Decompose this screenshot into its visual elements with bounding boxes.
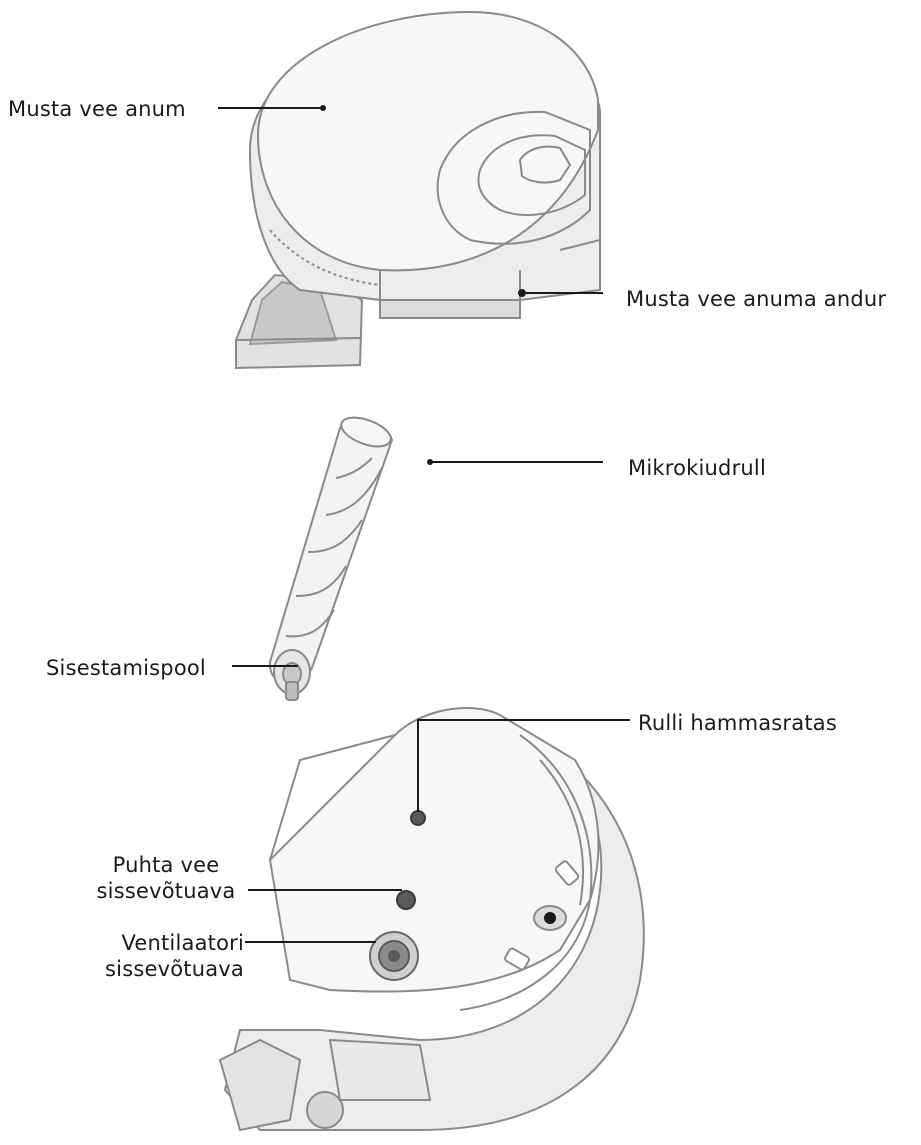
dirty-water-tank-illustration <box>236 12 600 368</box>
label-roller-gear: Rulli hammasratas <box>638 710 837 736</box>
label-dirty-water-tank: Musta vee anum <box>8 96 186 122</box>
microfiber-roller-illustration <box>270 412 395 700</box>
label-fan-inlet: Ventilaatori sissevõtuava <box>60 930 244 982</box>
label-insertion-end: Sisestamispool <box>46 655 206 681</box>
label-fan-inlet-line1: Ventilaatori <box>60 930 244 956</box>
label-clean-water-inlet-line1: Puhta vee <box>84 852 248 878</box>
label-dirty-water-tank-sensor: Musta vee anuma andur <box>626 286 886 312</box>
label-fan-inlet-line2: sissevõtuava <box>60 956 244 982</box>
label-clean-water-inlet: Puhta vee sissevõtuava <box>84 852 248 904</box>
base-illustration <box>220 708 644 1130</box>
label-clean-water-inlet-line2: sissevõtuava <box>84 878 248 904</box>
label-microfiber-roller: Mikrokiudrull <box>628 455 766 481</box>
